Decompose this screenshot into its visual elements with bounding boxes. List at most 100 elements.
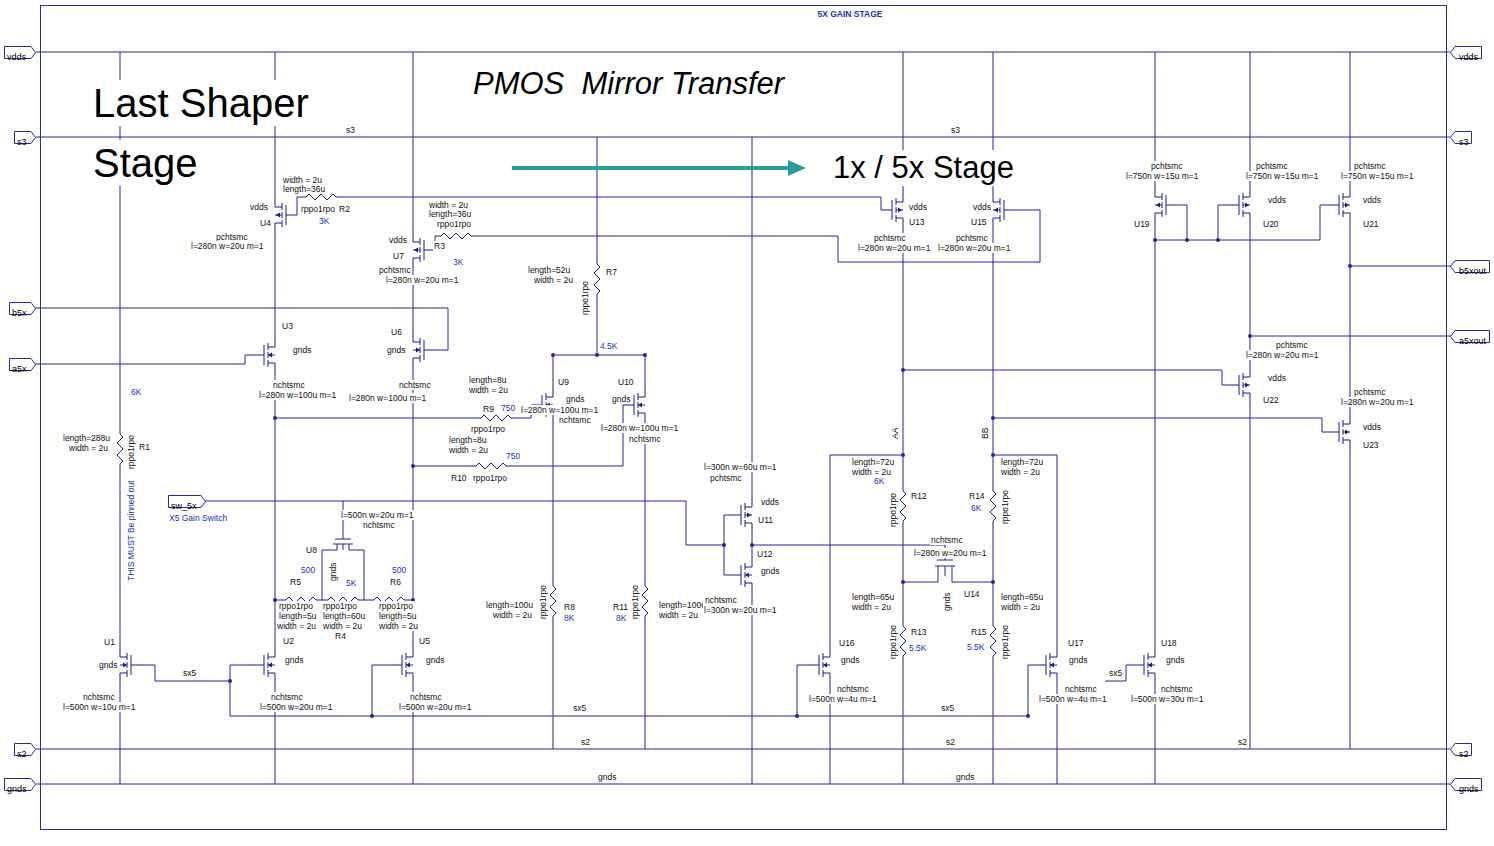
component-label: l=500n w=10u m=1 bbox=[62, 702, 137, 712]
component-label: rppo1rpo bbox=[888, 492, 898, 528]
component-label: rppo1rpo bbox=[322, 601, 358, 611]
component-value: 3K bbox=[452, 257, 464, 267]
resistor-symbol bbox=[642, 580, 648, 622]
frame-title: 5X GAIN STAGE bbox=[817, 9, 882, 19]
pmos-symbol bbox=[413, 230, 435, 270]
nmos-symbol bbox=[253, 645, 275, 685]
port-pin: a5xout bbox=[1450, 330, 1490, 343]
component-label: U13 bbox=[908, 217, 926, 227]
component-label: R9 bbox=[482, 404, 495, 414]
component-value: 6K bbox=[130, 387, 142, 397]
component-label: U4 bbox=[259, 218, 272, 228]
component-label: length=52u bbox=[527, 265, 571, 275]
component-label: vdds bbox=[1362, 195, 1382, 205]
component-value: 5.5K bbox=[966, 642, 986, 652]
component-label: rppo1rpo bbox=[278, 601, 314, 611]
resistor-symbol bbox=[117, 428, 123, 470]
pmos-symbol bbox=[730, 495, 752, 535]
component-label: U14 bbox=[963, 589, 981, 599]
component-label: pchtsmc bbox=[873, 233, 907, 243]
pin-name: vdds bbox=[4, 51, 26, 64]
nmos-symbol bbox=[1133, 645, 1155, 685]
component-label: R5 bbox=[289, 577, 302, 587]
component-label: pchtsmc bbox=[1150, 161, 1184, 171]
annotation-text: PMOS Mirror Transfer bbox=[473, 66, 784, 102]
component-label: length=100u bbox=[485, 600, 534, 610]
component-label: l=280n w=100u m=1 bbox=[258, 390, 337, 400]
component-label: nchtsmc bbox=[398, 380, 432, 390]
component-label: l=500n w=20u m=1 bbox=[259, 702, 334, 712]
port-pin: s3 bbox=[1450, 131, 1472, 144]
nmos-symbol bbox=[730, 555, 752, 595]
component-label: R3 bbox=[433, 241, 446, 251]
port-pin: sw_5x bbox=[168, 495, 206, 508]
port-pin: b5x bbox=[9, 302, 36, 315]
component-label: vdds bbox=[1267, 373, 1287, 383]
component-label: R15 bbox=[970, 627, 988, 637]
component-label: R10 bbox=[450, 473, 468, 483]
component-label: R7 bbox=[605, 267, 618, 277]
pin-name: gnds bbox=[1450, 783, 1479, 796]
component-label: gnds bbox=[284, 655, 304, 665]
component-label: vdds bbox=[249, 202, 269, 212]
component-label: l=300n w=20u m=1 bbox=[703, 605, 778, 615]
component-label: gnds bbox=[611, 394, 631, 404]
component-label: width = 2u bbox=[658, 610, 699, 620]
component-label: rppo1rpo bbox=[470, 424, 506, 434]
component-label: width = 2u bbox=[468, 385, 509, 395]
component-label: vdds bbox=[1362, 422, 1382, 432]
component-label: width = 2u bbox=[1000, 602, 1041, 612]
component-label: l=280n w=20u m=1 bbox=[1245, 350, 1320, 360]
component-label: U6 bbox=[390, 327, 403, 337]
component-label: U7 bbox=[392, 251, 405, 261]
annotation-text: Stage bbox=[93, 140, 198, 186]
component-label: width = 2u bbox=[378, 621, 419, 631]
component-label: nchtsmc bbox=[558, 415, 592, 425]
component-label: U15 bbox=[970, 217, 988, 227]
component-label: s2 bbox=[580, 737, 591, 747]
component-label: length=8u bbox=[448, 435, 488, 445]
component-label: length=36u bbox=[282, 184, 326, 194]
component-label: rppo1rpo bbox=[300, 204, 336, 214]
resistor-symbol bbox=[435, 233, 477, 239]
component-label: gnds bbox=[292, 345, 312, 355]
component-label: U11 bbox=[757, 515, 774, 525]
component-label: U19 bbox=[1133, 219, 1151, 229]
resistor-symbol bbox=[300, 194, 342, 200]
component-label: U16 bbox=[838, 638, 856, 648]
component-label: U1 bbox=[103, 637, 116, 647]
component-label: nchtsmc bbox=[409, 692, 443, 702]
component-label: pchtsmc bbox=[709, 473, 743, 483]
port-pin: gnds bbox=[4, 778, 36, 791]
component-label: U21 bbox=[1362, 219, 1380, 229]
component-label: l=500n w=20u m=1 bbox=[398, 702, 473, 712]
component-label: s3 bbox=[345, 125, 356, 135]
port-pin: b5xout bbox=[1450, 260, 1490, 273]
component-value: 4.5K bbox=[599, 341, 619, 351]
component-label: nchtsmc bbox=[930, 535, 964, 545]
component-label: gnds bbox=[1068, 655, 1088, 665]
pin-name: sw_5x bbox=[168, 500, 197, 513]
pmos-symbol bbox=[1228, 365, 1250, 405]
component-label: rppo1rpo bbox=[378, 601, 414, 611]
component-label: pchtsmc bbox=[378, 265, 412, 275]
component-label: l=500n w=20u m=1 bbox=[340, 510, 415, 520]
component-label: vdds bbox=[760, 497, 780, 507]
component-value: 5K bbox=[345, 578, 357, 588]
supply-rail bbox=[36, 784, 1450, 785]
component-label: sx5 bbox=[940, 703, 955, 713]
component-label: nchtsmc bbox=[704, 595, 738, 605]
component-label: width = 2u bbox=[851, 467, 892, 477]
component-label: vdds bbox=[972, 202, 992, 212]
component-label: pchtsmc bbox=[955, 233, 989, 243]
component-label: gnds bbox=[565, 394, 585, 404]
pin-name: gnds bbox=[4, 783, 27, 796]
component-label: U8 bbox=[305, 545, 318, 555]
component-label: length=65u bbox=[1000, 592, 1044, 602]
component-label: R6 bbox=[389, 577, 402, 587]
nmos-symbol bbox=[253, 335, 275, 375]
component-label: rppo1rpo bbox=[580, 280, 590, 316]
component-label: s3 bbox=[950, 125, 961, 135]
pin-name: s3 bbox=[14, 136, 27, 149]
